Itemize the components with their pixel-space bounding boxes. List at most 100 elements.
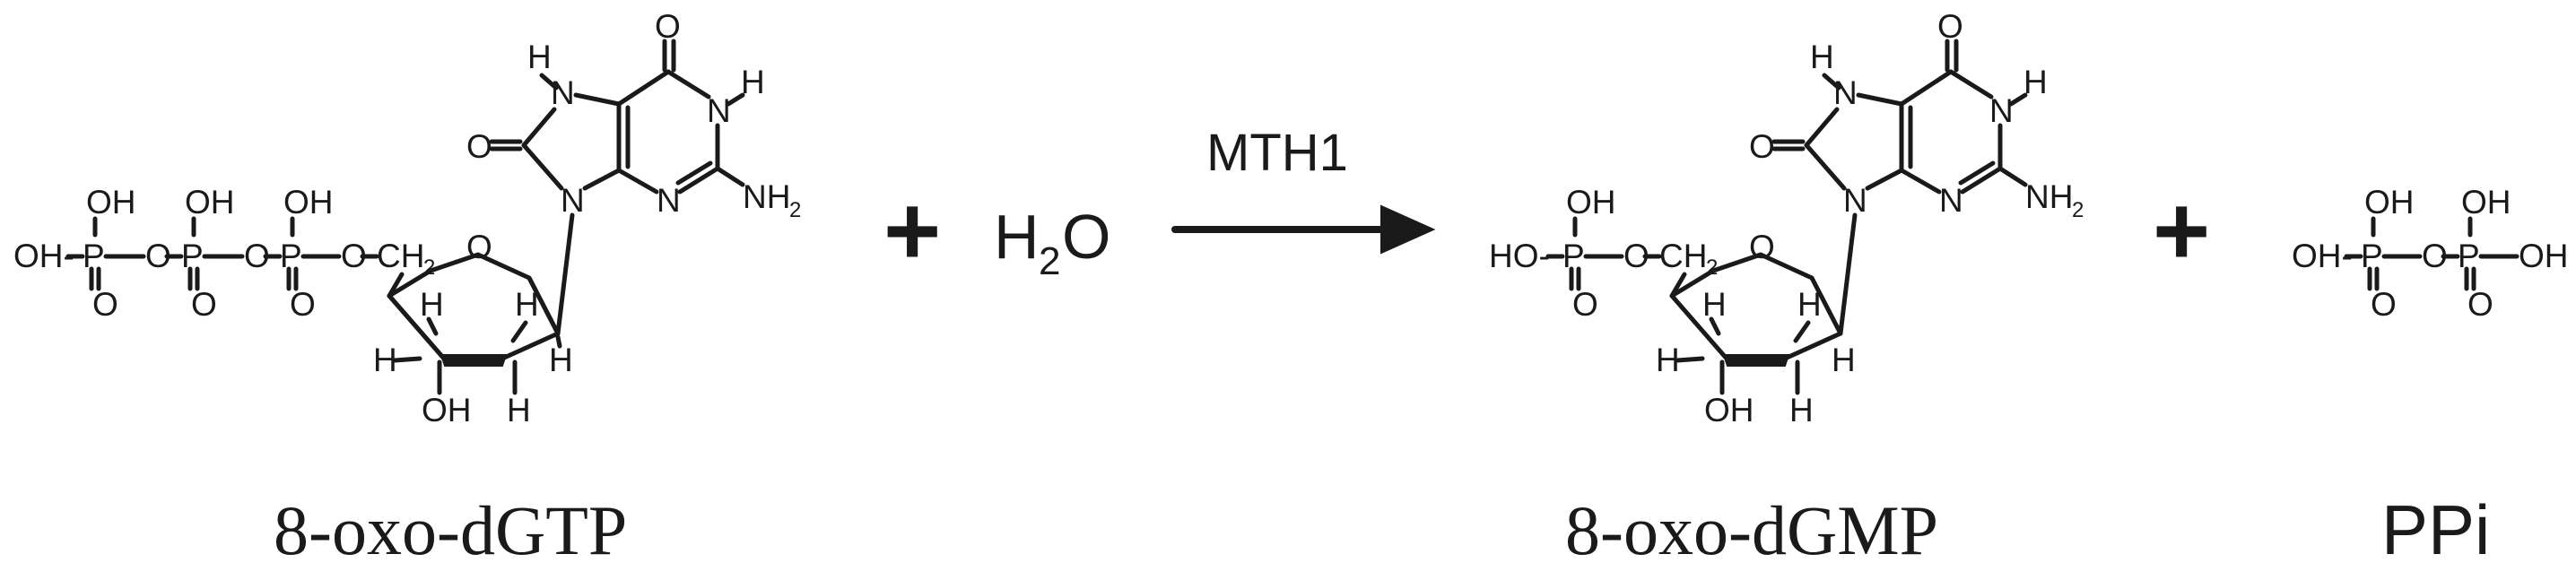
water-h: H <box>994 202 1040 272</box>
atom-n3-product: N <box>1939 182 1963 219</box>
bond-c2-nh2 <box>715 166 745 187</box>
plus-sign-1: + <box>883 176 941 286</box>
atom-n7-h-product: H <box>1810 39 1834 75</box>
atom-n9-product: N <box>1843 182 1867 219</box>
atom-ppi-oh-right: OH <box>2519 238 2569 274</box>
atom-nh2-sub: 2 <box>789 198 801 222</box>
bond-c6-o <box>662 39 676 73</box>
atom-c3-oh-product: OH <box>1704 392 1754 429</box>
atom-p3-oh: OH <box>283 184 334 221</box>
atom-ppi-p2-oh: OH <box>2461 184 2511 221</box>
bond-n3-c4-product <box>1899 168 1942 195</box>
water-o: O <box>1062 202 1110 272</box>
atom-n1-product: N <box>1989 92 2014 129</box>
atom-n1-h: H <box>741 64 765 100</box>
atom-n7-product: N <box>1833 74 1858 111</box>
bond-p-o-double <box>1569 266 1581 291</box>
bond-n1-h-product <box>2008 92 2028 107</box>
atom-nh2-product-sub: 2 <box>2072 198 2084 222</box>
bond-c2-n3-product <box>1958 160 2003 195</box>
bond-c2-h-top <box>510 320 528 343</box>
arrow-head <box>1380 204 1436 255</box>
atom-p3-o: O <box>290 286 316 323</box>
reaction-arrow: MTH1 <box>1171 124 1436 255</box>
enzyme-label: MTH1 <box>1206 124 1348 182</box>
atom-oh-left: OH- <box>13 238 74 274</box>
sugar-left <box>387 293 447 361</box>
bond-n7-c5 <box>573 92 622 107</box>
bond-n7-h-product <box>1822 73 1841 91</box>
product-8-oxo-dgmp: HO- P O CH 2 OH O O H H OH H H H N N H O <box>1489 8 2084 429</box>
atom-n7: N <box>551 74 575 111</box>
atom-n7-h: H <box>527 39 552 75</box>
atom-p2-oh: OH <box>185 184 235 221</box>
bond-c4-h-product <box>1709 316 1721 336</box>
sugar-right <box>527 275 561 336</box>
bond-c6-n1-product <box>1948 69 1994 100</box>
bond-c4-c5-product <box>1899 101 1913 173</box>
bond-c6-n1 <box>666 69 711 100</box>
sugar-wedge-front <box>439 354 508 367</box>
atom-ring-o-product: O <box>1749 229 1775 265</box>
bond-n7-c8-product <box>1804 107 1840 148</box>
caption-product: 8-oxo-dGMP <box>1565 491 1938 569</box>
byproduct-ppi: OH- P O P OH OH OH O O <box>2292 184 2569 323</box>
atom-ch2-product: CH <box>1659 238 1707 274</box>
bond-c2-n3 <box>675 160 720 195</box>
atom-c4-h: H <box>420 286 444 323</box>
atom-c1-h-product: H <box>1832 342 1856 378</box>
atom-c4-h-product: H <box>1702 286 1727 323</box>
atom-ppi-oh-left: OH- <box>2292 238 2353 274</box>
bond-c2-h-top-product <box>1793 320 1811 343</box>
bond-n7-c5-product <box>1856 92 1904 107</box>
bond-ppi-p2-o-double <box>2464 266 2476 291</box>
atom-n9: N <box>561 182 585 219</box>
atom-p2-o: O <box>191 286 217 323</box>
atom-ppi-p1-oh: OH <box>2364 184 2415 221</box>
atom-p1-oh: OH <box>86 184 136 221</box>
atom-ppi-p2-o: O <box>2467 286 2493 323</box>
atom-c2-h-top-product: H <box>1797 286 1822 323</box>
atom-c8-o-product: O <box>1749 128 1775 165</box>
atom-nh2-product: NH <box>2025 178 2073 215</box>
water-subscript: 2 <box>1039 239 1060 283</box>
bond-c8-o-double <box>489 139 523 151</box>
atom-ring-o: O <box>466 229 492 265</box>
bond-c2-nh2-product <box>1997 166 2028 187</box>
bond-glycosidic <box>555 212 575 336</box>
caption-reactant: 8-oxo-dGTP <box>274 491 627 569</box>
bond-c5-c6-product <box>1899 69 1954 107</box>
bond-ppi-p1-o-double <box>2367 266 2380 291</box>
atom-p1-o: O <box>92 286 118 323</box>
atom-n1-h-product: H <box>2023 64 2048 100</box>
atom-ch2: CH <box>377 238 424 274</box>
bond-c4-h <box>426 316 439 336</box>
atom-c2-h-bottom: H <box>507 392 531 429</box>
bond-c6-o-product <box>1945 39 1959 73</box>
water-molecule: H 2 O <box>994 202 1110 283</box>
atom-c2-h-top: H <box>515 286 539 323</box>
bond-c1-h <box>555 334 562 349</box>
bond-c8-o-double-product <box>1771 139 1806 151</box>
atom-c8-o: O <box>466 128 492 165</box>
bond-n7-h <box>539 73 559 91</box>
bond-c3-h-product <box>1675 356 1705 363</box>
bond-p2-o-double <box>187 266 200 291</box>
atom-p-o: O <box>1572 286 1598 323</box>
atom-c2-h-bottom-product: H <box>1789 392 1814 429</box>
bond-p3-o-double <box>286 266 299 291</box>
atom-n3: N <box>657 182 681 219</box>
bond-c5-c6 <box>616 69 671 107</box>
atom-c6-o-product: O <box>1937 8 1963 45</box>
bond-c8-n9 <box>521 143 564 191</box>
atom-c3-oh: OH <box>422 392 472 429</box>
bond-p1-o-double <box>89 266 101 291</box>
atom-ho: HO- <box>1489 238 1550 274</box>
bond-c8-n9-product <box>1804 143 1847 191</box>
atom-c6-o: O <box>655 8 681 45</box>
bond-n7-c8 <box>521 107 557 148</box>
atom-ppi-p1-o: O <box>2371 286 2397 323</box>
atom-nh2: NH <box>743 178 790 215</box>
